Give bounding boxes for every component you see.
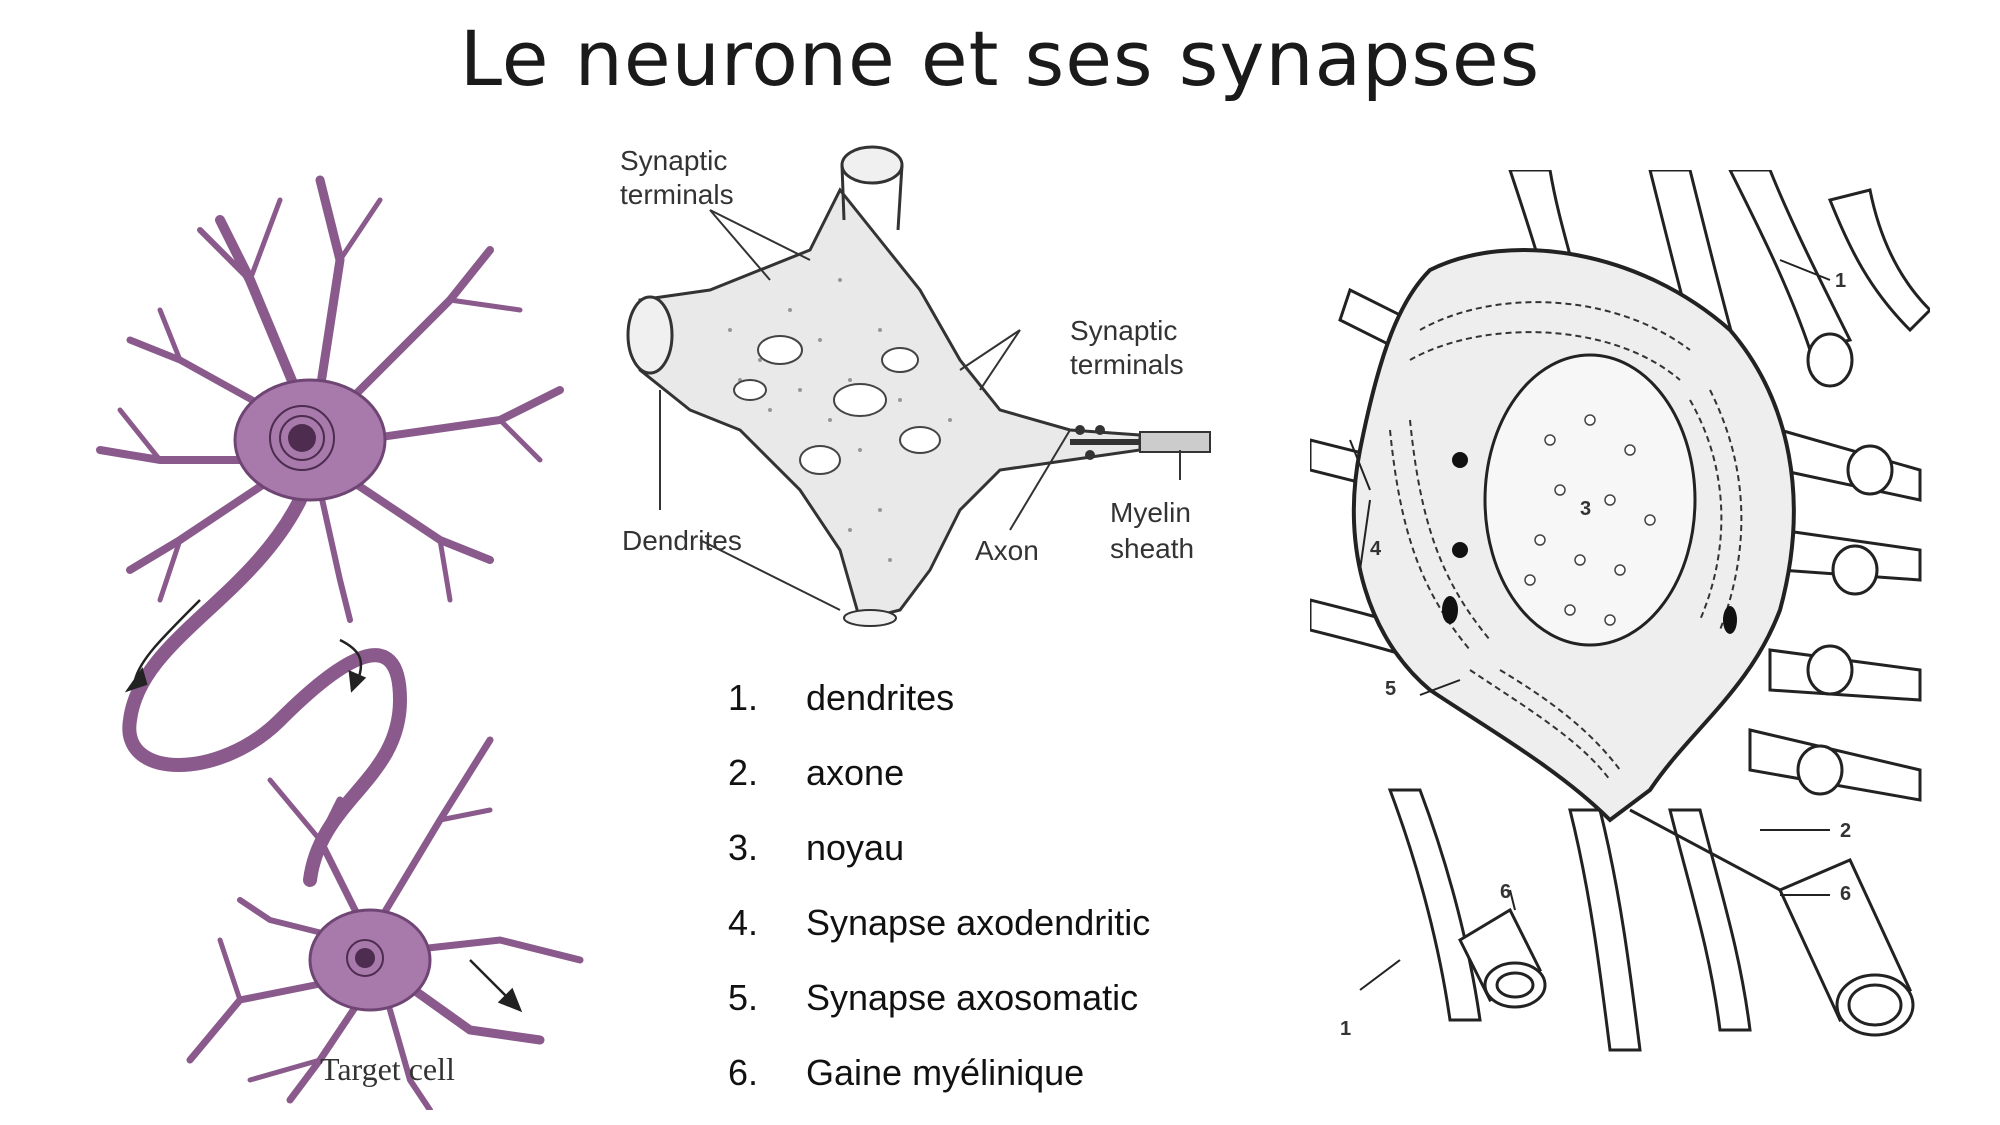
page-title: Le neurone et ses synapses	[459, 14, 1541, 103]
legend-text: dendrites	[806, 676, 955, 718]
label-axon: Axon	[975, 535, 1039, 566]
legend-text: Synapse axosomatic	[806, 976, 1139, 1018]
upper-nucleus	[288, 424, 316, 452]
nucleus	[1483, 353, 1697, 647]
legend-text: Gaine myélinique	[806, 1051, 1085, 1093]
legend-number: 1.	[728, 676, 759, 718]
legend-item: 1. dendrites	[728, 660, 1248, 735]
legend-number: 3.	[728, 826, 759, 868]
legend-list: 1. dendrites 2. axone 3. noyau 4. Synaps…	[728, 660, 1248, 1110]
label-synaptic-terminals-right-2: terminals	[1070, 349, 1184, 380]
target-cell-caption: Target cell	[320, 1051, 455, 1087]
neuron-target-cell-illustration: Target cell	[20, 160, 640, 1110]
label-synaptic-terminals-top-1: Synaptic	[620, 145, 727, 176]
legend-text: noyau	[806, 826, 905, 868]
label-synaptic-terminals-right-1: Synaptic	[1070, 315, 1177, 346]
marker-1-top: 1	[1835, 270, 1846, 292]
marker-5: 5	[1385, 678, 1396, 700]
neuron-body-diagram: Synaptic terminals Synaptic terminals De…	[600, 130, 1240, 630]
neuron-soma-detail-illustration: 1 1 2 3 4 5 6 6	[1310, 170, 1930, 1070]
marker-4: 4	[1370, 538, 1382, 560]
label-myelin-1: Myelin	[1110, 497, 1191, 528]
legend-text: axone	[806, 751, 905, 793]
legend-number: 6.	[728, 1051, 759, 1093]
marker-2: 2	[1840, 820, 1851, 842]
legend-item: 2. axone	[728, 735, 1248, 810]
legend-number: 4.	[728, 901, 759, 943]
marker-6-right: 6	[1840, 883, 1851, 905]
legend-number: 5.	[728, 976, 759, 1018]
marker-6-left: 6	[1500, 881, 1511, 903]
label-dendrites: Dendrites	[622, 525, 742, 556]
legend-item: 4. Synapse axodendritic	[728, 885, 1248, 960]
legend-text: Synapse axodendritic	[806, 901, 1151, 943]
label-myelin-2: sheath	[1110, 533, 1194, 564]
marker-1-bottom: 1	[1340, 1018, 1351, 1040]
legend-item: 5. Synapse axosomatic	[728, 960, 1248, 1035]
legend-item: 3. noyau	[728, 810, 1248, 885]
legend-item: 6. Gaine myélinique	[728, 1035, 1248, 1110]
marker-3: 3	[1580, 498, 1591, 520]
cell-body-shape	[638, 187, 1142, 622]
legend-number: 2.	[728, 751, 759, 793]
label-synaptic-terminals-top-2: terminals	[620, 179, 734, 210]
